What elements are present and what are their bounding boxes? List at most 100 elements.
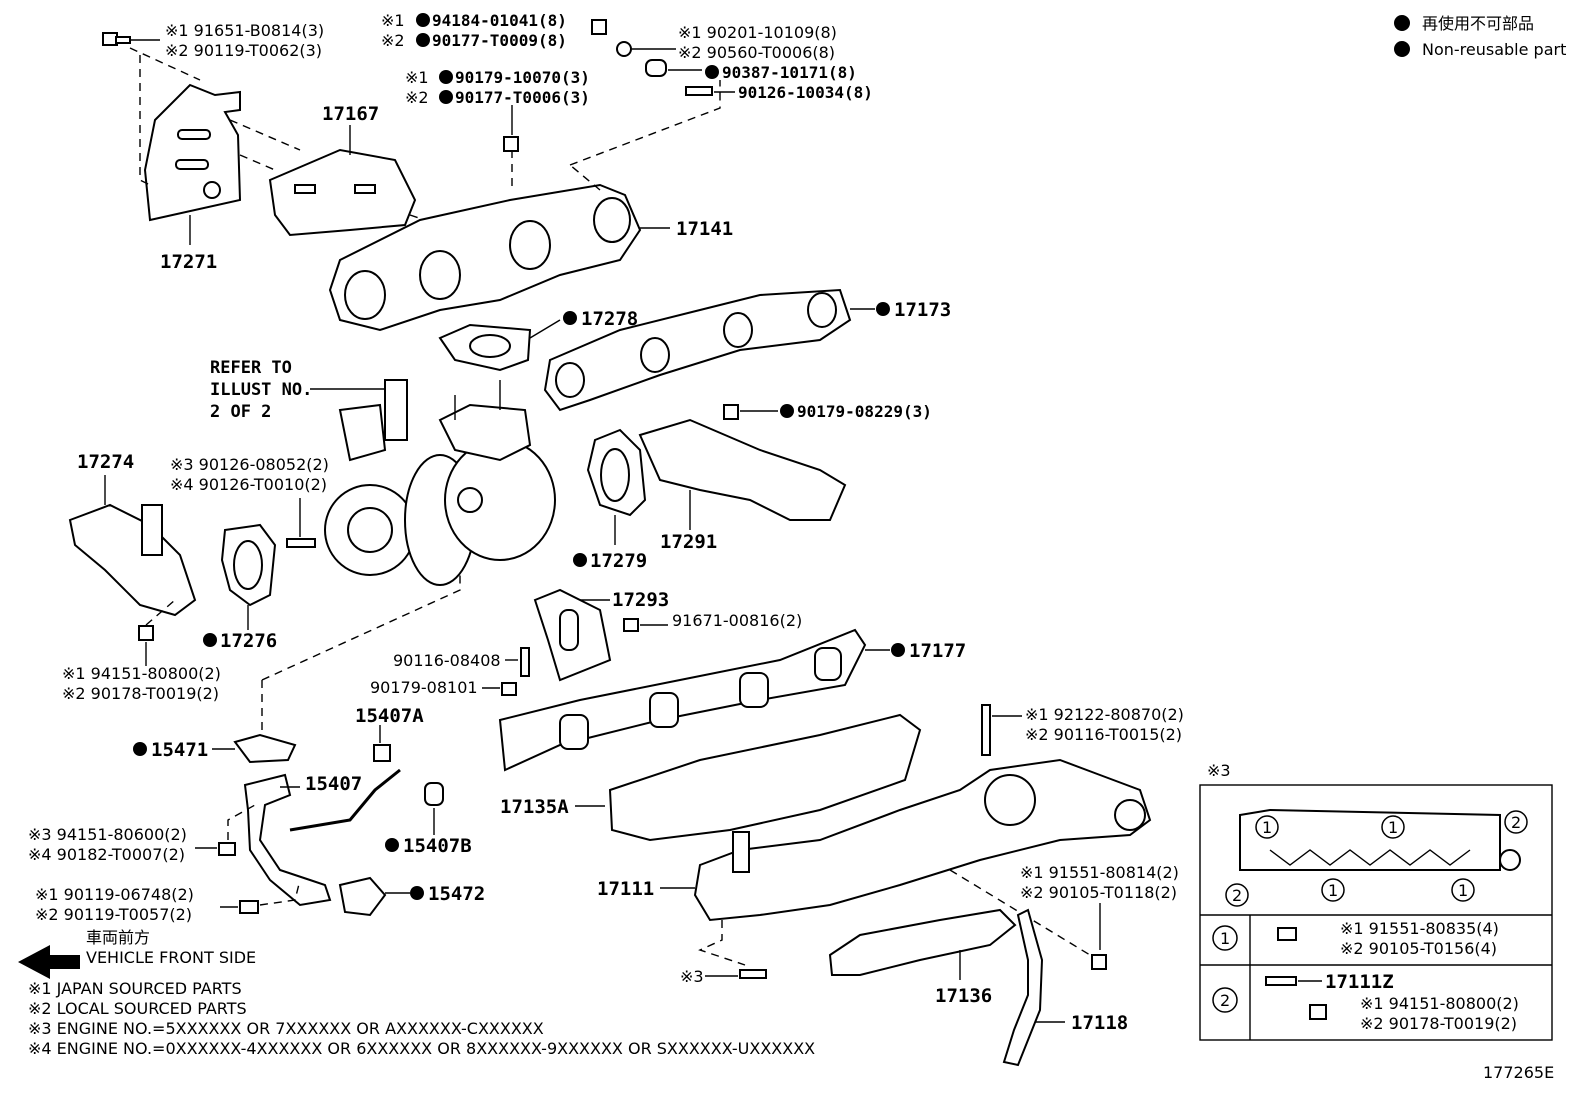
hose-17118	[1002, 908, 1044, 1067]
gasket-17177	[498, 628, 867, 772]
gasket-port	[814, 647, 842, 681]
callout-1-text: 1	[1458, 881, 1468, 900]
refer-l1: REFER TO	[210, 358, 292, 378]
dot-17278	[563, 311, 577, 325]
callout-1	[1321, 878, 1345, 902]
gasket-hole	[233, 540, 263, 590]
label-n5: 90179-08101	[370, 678, 478, 697]
dot-nut1a	[416, 13, 430, 27]
label-n2b2: 90177-T0006(3)	[455, 88, 590, 107]
label-15472: 15472	[428, 883, 485, 905]
label-box-b1a: ※1 91551-80835(4)	[1340, 919, 1499, 938]
bolt-icon	[623, 618, 639, 632]
row-callout-2	[1212, 987, 1238, 1013]
label-n2a2: 90179-10070(3)	[455, 68, 590, 87]
callout-1	[1381, 815, 1405, 839]
washer-icon	[616, 41, 632, 57]
callout-2	[1225, 883, 1249, 907]
label-n6a: ※3 94151-80600(2)	[28, 825, 187, 844]
label-17274: 17274	[77, 451, 134, 473]
bolt-icon	[239, 900, 259, 914]
label-nut1a: ※1	[381, 11, 405, 30]
callout-1	[1255, 815, 1279, 839]
gasket-port	[640, 337, 670, 373]
gasket-port	[649, 692, 679, 728]
turbocharger	[324, 379, 556, 586]
oil-line	[289, 768, 401, 832]
insulator-slot	[177, 129, 211, 140]
label-17111: 17111	[597, 878, 654, 900]
label-box-n2a: ※1 94151-80800(2)	[1360, 994, 1519, 1013]
label-17293: 17293	[612, 589, 669, 611]
dot-c1	[705, 65, 719, 79]
dot-n2a	[439, 70, 453, 84]
nut-icon	[503, 136, 519, 152]
label-s5: 90116-08408	[393, 651, 501, 670]
row-callout-2-text: 2	[1220, 991, 1230, 1010]
label-17291: 17291	[660, 531, 717, 553]
manifold-top-view	[1239, 808, 1521, 871]
bolt-icon	[1091, 954, 1107, 970]
label-s7b: ※2 90116-T0015(2)	[1025, 725, 1182, 744]
intake-neck	[732, 831, 750, 873]
label-17167: 17167	[322, 103, 379, 125]
dashed-17111	[698, 920, 746, 966]
label-bolt1a: ※1 91651-B0814(3)	[165, 21, 324, 40]
legend-dot-jp	[1394, 15, 1410, 31]
gasket-port	[739, 672, 769, 708]
label-17271: 17271	[160, 251, 217, 273]
intake-manifold-17135A	[608, 713, 922, 842]
nut-icon	[591, 19, 607, 35]
oil-pipe-15407	[243, 773, 332, 907]
label-x3: ※3	[680, 967, 704, 986]
manifold-port	[419, 250, 461, 300]
dot-17177	[891, 643, 905, 657]
dot-n3	[780, 404, 794, 418]
label-s3b: ※4 90126-T0010(2)	[170, 475, 327, 494]
shield-slot	[294, 184, 316, 194]
stud-icon	[286, 538, 316, 548]
intake-pipe-17274	[68, 503, 197, 617]
cover-17136	[828, 908, 1017, 976]
diagram-id: 177265E	[1483, 1063, 1554, 1082]
insulator-slot	[175, 159, 209, 170]
legend-dot-en	[1394, 41, 1410, 57]
label-17279: 17279	[590, 550, 647, 572]
label-17177: 17177	[909, 640, 966, 662]
dashed-n6	[227, 804, 256, 840]
manifold-port	[344, 270, 386, 320]
manifold-port	[593, 197, 631, 243]
gasket-hole	[469, 334, 511, 358]
stud-icon	[1265, 976, 1297, 986]
label-s7a: ※1 92122-80870(2)	[1025, 705, 1184, 724]
label-b7b: ※2 90105-T0118(2)	[1020, 883, 1177, 902]
heat-shield-17167	[268, 148, 417, 237]
gasket-17173	[543, 288, 852, 412]
dot-17276	[203, 633, 217, 647]
label-b5: 91671-00816(2)	[672, 611, 802, 630]
leader-17278	[529, 319, 561, 339]
label-17136: 17136	[935, 985, 992, 1007]
label-n4b: ※2 90178-T0019(2)	[62, 684, 219, 703]
bolt-icon	[102, 32, 131, 46]
stud-icon	[739, 969, 767, 979]
label-nut1b2: 90177-T0009(8)	[432, 31, 567, 50]
stud-icon	[520, 647, 530, 677]
dot-15407B	[385, 838, 399, 852]
label-box-b1b: ※2 90105-T0156(4)	[1340, 939, 1497, 958]
shield-slot	[354, 184, 376, 194]
callout-1-text: 1	[1388, 818, 1398, 837]
insulator-hole	[203, 181, 221, 199]
vehicle-front-jp: 車両前方	[86, 928, 150, 947]
label-17276: 17276	[220, 630, 277, 652]
label-15407B: 15407B	[403, 835, 472, 857]
label-15407A: 15407A	[355, 705, 424, 727]
egr-port	[1114, 799, 1146, 831]
vehicle-front-arrow-icon	[18, 945, 80, 979]
pipe-neck	[141, 504, 163, 556]
box-title: ※3	[1207, 761, 1231, 780]
heat-insulator-17271	[143, 83, 242, 222]
dot-n2b	[439, 90, 453, 104]
label-s3a: ※3 90126-08052(2)	[170, 455, 329, 474]
